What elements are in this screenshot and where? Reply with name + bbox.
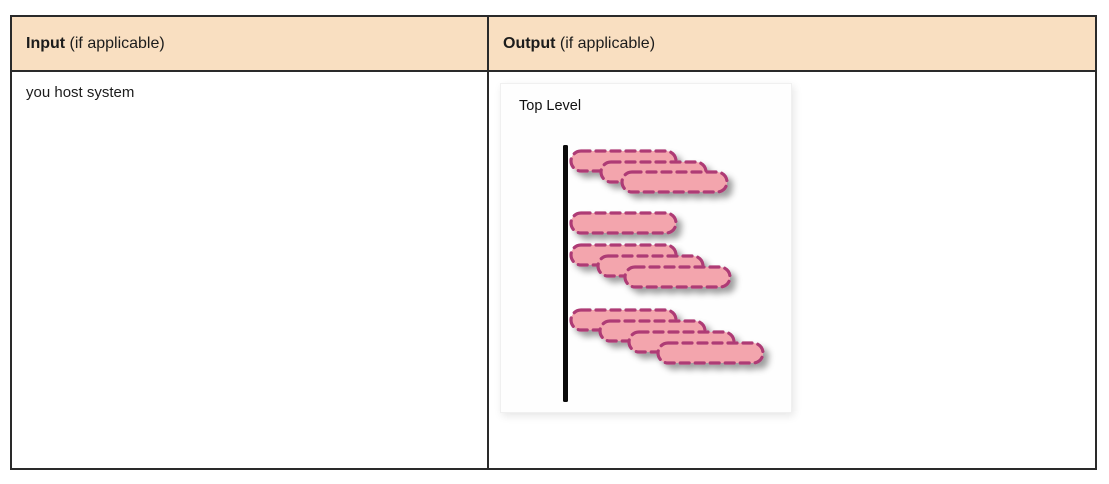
input-cell: you host system	[12, 72, 489, 468]
pill-group	[569, 149, 729, 194]
input-header-bold: Input	[26, 34, 66, 52]
outline-pill	[656, 341, 765, 365]
header-cell-input: Input (if applicable)	[12, 17, 489, 70]
output-header-bold: Output	[503, 34, 556, 52]
outline-diagram-svg	[563, 145, 765, 402]
outline-pill	[620, 170, 729, 194]
output-cell: Top Level	[489, 72, 1095, 468]
header-cell-output: Output (if applicable)	[489, 17, 1095, 70]
outline-diagram-figure: Top Level	[500, 83, 792, 413]
table-body-row: you host system Top Level	[12, 72, 1095, 468]
input-cell-text: you host system	[26, 84, 135, 101]
top-level-label: Top Level	[519, 98, 582, 114]
outline-pill	[623, 265, 732, 289]
pill-group	[569, 211, 678, 235]
input-output-table: Input (if applicable) Output (if applica…	[10, 15, 1097, 470]
output-header-rest: (if applicable)	[555, 34, 656, 52]
outline-pill	[569, 211, 678, 235]
pill-group	[569, 243, 732, 289]
pill-group	[569, 308, 765, 365]
input-header-rest: (if applicable)	[65, 34, 165, 52]
top-level-line	[563, 145, 568, 402]
table-header-row: Input (if applicable) Output (if applica…	[12, 17, 1095, 72]
